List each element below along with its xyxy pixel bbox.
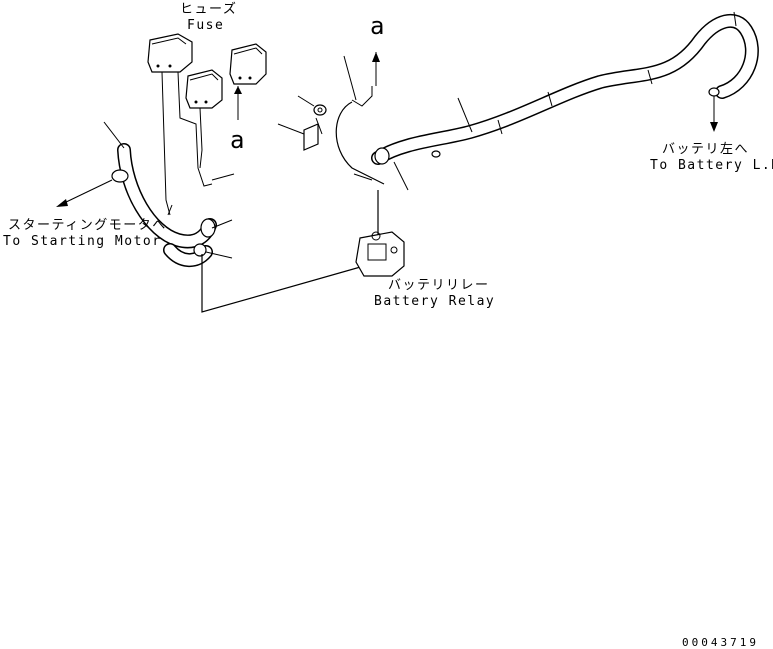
fuse-component-2 <box>185 69 223 109</box>
callout-a-top: a <box>370 12 385 40</box>
battery-relay-component <box>355 231 405 277</box>
fuse-label-jp: ヒューズ <box>180 2 238 17</box>
battery-lh-label-jp: バッテリ左へ <box>662 142 750 157</box>
fuse-label-en: Fuse <box>187 18 225 33</box>
starting-motor-label-en: To Starting Motor <box>3 234 162 249</box>
battery-lh-label-en: To Battery L.H. <box>650 158 773 173</box>
fuse-component-1 <box>147 33 193 73</box>
battery-relay-label-jp: バッテリリレー <box>388 278 490 293</box>
fuse-component-3 <box>229 43 267 85</box>
drawing-number: 00043719 <box>682 636 759 649</box>
starting-motor-label-jp: スターティングモータへ <box>8 218 167 233</box>
callout-a-fuse: a <box>230 126 245 154</box>
battery-relay-label-en: Battery Relay <box>374 294 496 309</box>
